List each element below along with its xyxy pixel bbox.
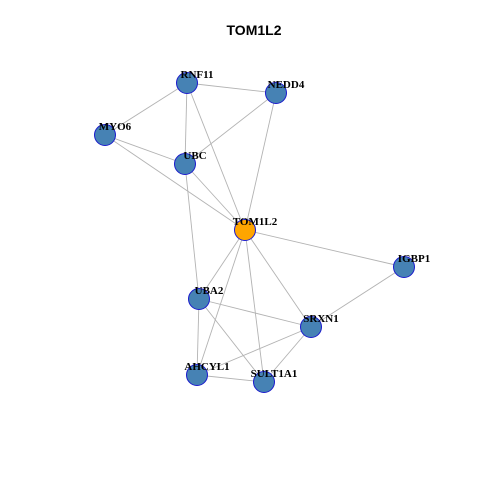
edge-srxn1-ahcyl1 <box>196 326 312 376</box>
edge-ahcyl1-sult1a1 <box>196 374 265 383</box>
edge-rnf11-nedd4 <box>186 82 277 94</box>
node-label-igbp1: IGBP1 <box>398 253 430 265</box>
edge-srxn1-sult1a1 <box>263 326 312 383</box>
edge-nedd4-tom1l2 <box>244 92 277 231</box>
node-label-rnf11: RNF11 <box>181 69 214 81</box>
node-label-tom1l2: TOM1L2 <box>233 216 278 228</box>
node-label-uba2: UBA2 <box>195 285 224 297</box>
node-label-sult1a1: SULT1A1 <box>251 368 298 380</box>
edge-nedd4-ubc <box>184 92 277 165</box>
edge-layer <box>104 82 405 383</box>
node-label-srxn1: SRXN1 <box>303 313 338 325</box>
node-nedd4[interactable] <box>265 82 287 104</box>
edge-uba2-sult1a1 <box>198 298 265 383</box>
edge-tom1l2-ahcyl1 <box>196 229 246 376</box>
node-uba2[interactable] <box>188 288 210 310</box>
node-igbp1[interactable] <box>393 256 415 278</box>
edge-myo6-ubc <box>104 134 186 165</box>
node-ahcyl1[interactable] <box>186 364 208 386</box>
diagram-title: TOM1L2 <box>227 22 282 38</box>
edge-ubc-tom1l2 <box>184 163 246 231</box>
edge-myo6-tom1l2 <box>104 134 246 231</box>
edge-tom1l2-sult1a1 <box>244 229 265 383</box>
edge-uba2-srxn1 <box>198 298 312 328</box>
node-label-myo6: MYO6 <box>99 121 132 133</box>
edge-rnf11-tom1l2 <box>186 82 246 231</box>
edge-tom1l2-igbp1 <box>244 229 405 268</box>
node-tom1l2[interactable] <box>234 219 256 241</box>
node-srxn1[interactable] <box>300 316 322 338</box>
node-layer <box>94 72 415 393</box>
edge-tom1l2-uba2 <box>198 229 246 300</box>
edge-igbp1-srxn1 <box>310 266 405 328</box>
node-ubc[interactable] <box>174 153 196 175</box>
edge-tom1l2-srxn1 <box>244 229 312 328</box>
node-rnf11[interactable] <box>176 72 198 94</box>
node-label-ubc: UBC <box>183 150 206 162</box>
edge-rnf11-ubc <box>184 82 188 165</box>
node-myo6[interactable] <box>94 124 116 146</box>
node-label-nedd4: NEDD4 <box>268 79 305 91</box>
node-sult1a1[interactable] <box>253 371 275 393</box>
edge-rnf11-myo6 <box>104 82 188 136</box>
edge-uba2-ahcyl1 <box>196 298 200 376</box>
node-label-ahcyl1: AHCYL1 <box>184 361 229 373</box>
edge-ubc-uba2 <box>184 163 200 300</box>
